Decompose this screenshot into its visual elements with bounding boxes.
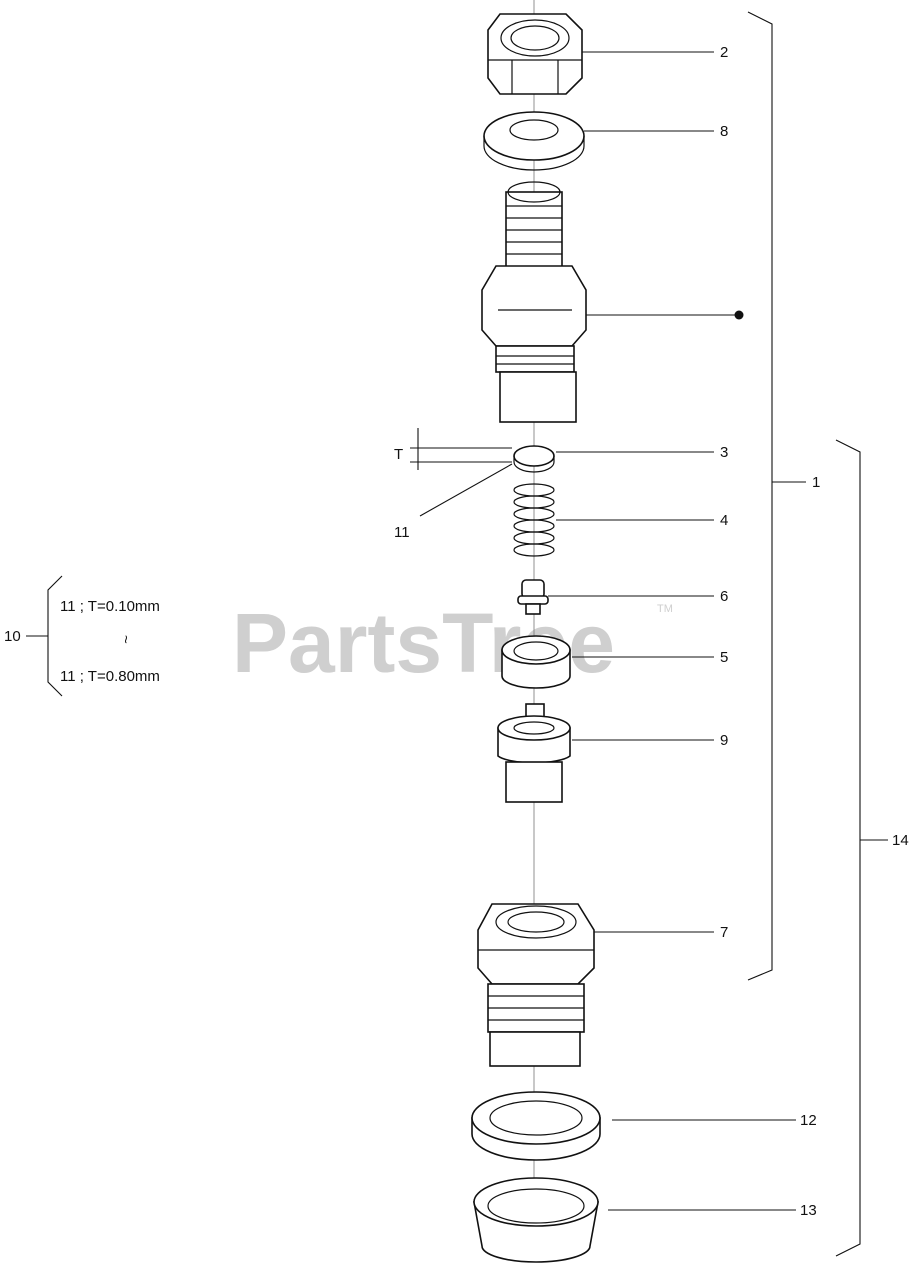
callout-2[interactable]: 2 <box>720 44 728 61</box>
callout-10[interactable]: 10 <box>4 628 21 645</box>
shim-part-3[interactable] <box>513 445 555 473</box>
callout-4[interactable]: 4 <box>720 512 728 529</box>
callout-6[interactable]: 6 <box>720 588 728 605</box>
nozzle-part-9[interactable] <box>497 703 571 803</box>
bracket-14 <box>835 439 861 1257</box>
gasket-part-12[interactable] <box>471 1091 601 1161</box>
shim-note-tilde: ~ <box>117 635 134 644</box>
sleeve-part-13[interactable] <box>473 1177 599 1263</box>
bracket-1 <box>747 11 773 981</box>
spacer-part-5[interactable] <box>501 635 571 689</box>
callout-5[interactable]: 5 <box>720 649 728 666</box>
nozzle-holder-body[interactable] <box>481 181 587 423</box>
shim-note-line-2: 11 ; T=0.80mm <box>60 668 160 685</box>
callout-11[interactable]: 11 <box>394 524 410 541</box>
washer-part-8[interactable] <box>483 111 585 171</box>
callout-1[interactable]: 1 <box>812 474 820 491</box>
callout-t[interactable]: T <box>394 446 403 463</box>
spring-part-4[interactable] <box>513 483 555 557</box>
callout-13[interactable]: 13 <box>800 1202 817 1219</box>
callout-8[interactable]: 8 <box>720 123 728 140</box>
callout-7[interactable]: 7 <box>720 924 728 941</box>
callout-9[interactable]: 9 <box>720 732 728 749</box>
watermark-tm: TM <box>657 603 673 615</box>
hex-nut-part-2[interactable] <box>487 13 583 95</box>
callout-12[interactable]: 12 <box>800 1112 817 1129</box>
leader-11 <box>419 463 513 517</box>
pin-part-6[interactable] <box>517 579 549 615</box>
body-bullet-marker <box>734 310 744 320</box>
retaining-nut-part-7[interactable] <box>477 903 595 1067</box>
shim-note-line-1: 11 ; T=0.10mm <box>60 598 160 615</box>
callout-14[interactable]: 14 <box>892 832 909 849</box>
callout-3[interactable]: 3 <box>720 444 728 461</box>
